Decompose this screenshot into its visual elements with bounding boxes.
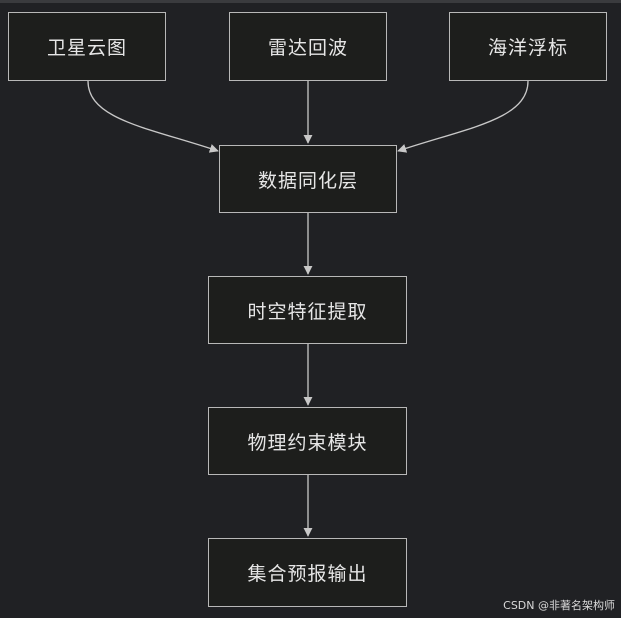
node-label: 数据同化层 — [257, 169, 358, 192]
watermark: CSDN @非著名架构师 — [503, 599, 615, 612]
node-label: 海洋浮标 — [487, 37, 568, 59]
top-border — [0, 0, 621, 3]
node-spatiotemporal-feature-extraction: 时空特征提取 — [208, 276, 407, 344]
node-label: 集合预报输出 — [247, 563, 368, 585]
node-label: 卫星云图 — [46, 37, 127, 59]
node-ocean-buoy: 海洋浮标 — [449, 12, 607, 81]
edge-buoy-to-assimilation — [397, 80, 529, 153]
node-ensemble-forecast-output: 集合预报输出 — [208, 538, 407, 607]
node-data-assimilation-layer: 数据同化层 — [219, 145, 397, 213]
edge-satellite-to-assimilation — [87, 80, 219, 153]
node-label: 雷达回波 — [267, 37, 348, 59]
node-satellite-cloud-image: 卫星云图 — [8, 12, 166, 81]
node-label: 物理约束模块 — [247, 431, 368, 454]
node-label: 时空特征提取 — [247, 300, 368, 323]
node-radar-echo: 雷达回波 — [229, 12, 387, 81]
node-physics-constraint-module: 物理约束模块 — [208, 407, 407, 475]
